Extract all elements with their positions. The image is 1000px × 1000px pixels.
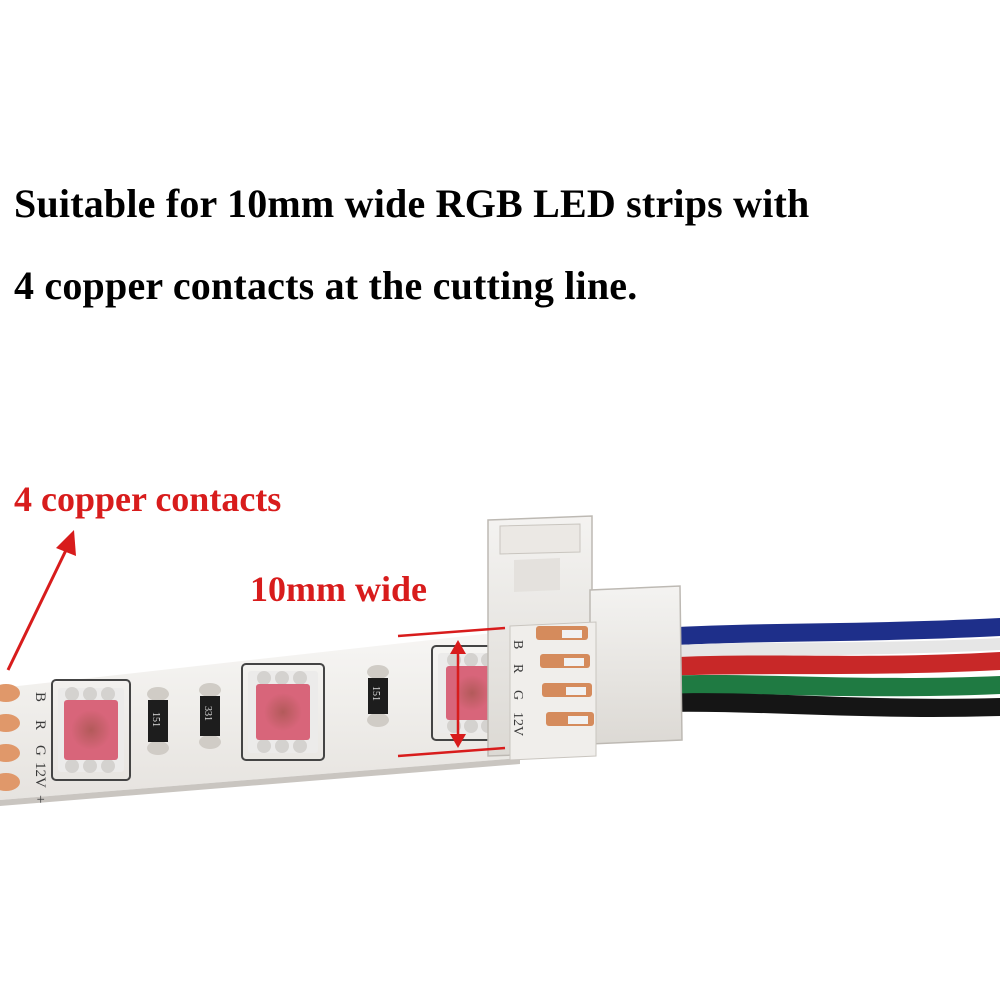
led-chip-2 <box>241 663 325 761</box>
resistor-code-1: 151 <box>150 712 161 727</box>
wire-bundle <box>660 618 1000 717</box>
copper-contacts <box>0 684 20 791</box>
copper-contacts-label: 4 copper contacts <box>14 479 282 519</box>
copper-contacts-arrowhead <box>56 530 76 556</box>
right-pad-labels: B R G 12V <box>510 640 525 736</box>
pad-label-g-left: G <box>32 745 48 756</box>
width-dimension <box>397 626 506 758</box>
wire-blue <box>660 618 1000 646</box>
resistor-code-3: 151 <box>370 686 381 701</box>
resistor-1: 151 <box>147 687 169 755</box>
connector-copper-pins <box>536 626 594 726</box>
pad-label-r-left: R <box>32 720 48 730</box>
resistor-3: 151 <box>367 665 389 727</box>
wire-red <box>660 652 1000 676</box>
wire-green <box>660 675 1000 697</box>
pad-label-plus-left: + <box>32 795 48 803</box>
copper-contacts-arrow <box>6 545 70 671</box>
wire-black <box>660 693 1000 717</box>
pad-label-g-right: G <box>510 690 525 700</box>
pad-label-12v-left: 12V <box>32 762 48 788</box>
wire-white <box>660 638 1000 660</box>
resistor-2: 331 <box>199 683 221 749</box>
led-chip-1 <box>51 679 131 781</box>
width-label: 10mm wide <box>250 569 427 609</box>
pad-label-b-right: B <box>510 640 525 649</box>
pad-label-r-right: R <box>510 664 525 674</box>
pad-label-b-left: B <box>32 692 48 702</box>
left-pad-labels: B R G 12V + <box>32 692 48 803</box>
resistor-code-2: 331 <box>202 706 213 721</box>
headline-line-1: Suitable for 10mm wide RGB LED strips wi… <box>14 181 810 226</box>
pad-label-12v-right: 12V <box>510 712 525 736</box>
headline-line-2: 4 copper contacts at the cutting line. <box>14 263 638 308</box>
